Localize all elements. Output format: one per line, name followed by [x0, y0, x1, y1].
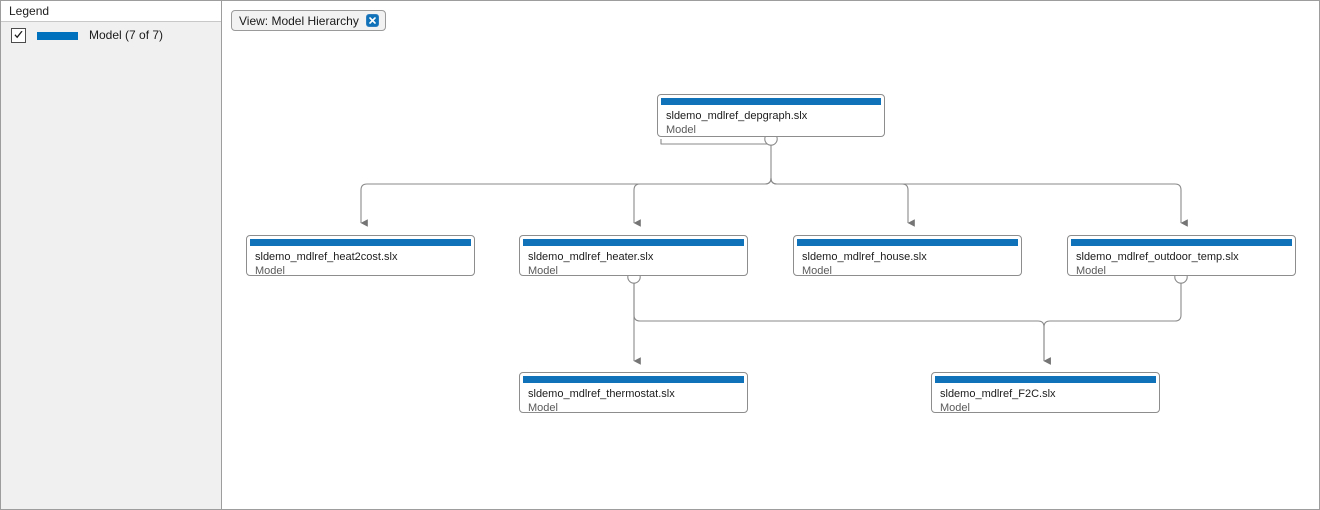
legend-model-checkbox[interactable] [11, 28, 26, 43]
legend-panel: Legend Model (7 of 7) [1, 1, 222, 509]
edge-root-rail [660, 138, 772, 145]
legend-item-model[interactable]: Model (7 of 7) [1, 24, 221, 48]
edge-depgraph-house [770, 177, 915, 227]
node-title: sldemo_mdlref_heat2cost.slx [255, 251, 398, 263]
legend-title: Legend [9, 4, 50, 18]
node-title: sldemo_mdlref_outdoor_temp.slx [1076, 251, 1239, 263]
edge-depgraph-heat2cost [360, 177, 772, 227]
edge-depgraph-heater [633, 177, 772, 227]
edge-heater-f2c [633, 282, 1051, 365]
node-header-bar [250, 239, 471, 246]
edge-outdoor-temp-f2c [1043, 282, 1182, 365]
close-x-glyph [369, 17, 376, 24]
node-title: sldemo_mdlref_heater.slx [528, 251, 654, 263]
close-icon[interactable] [365, 14, 379, 27]
node-subtitle: Model [940, 402, 970, 414]
node-subtitle: Model [528, 265, 558, 277]
legend-item-label: Model (7 of 7) [89, 28, 164, 42]
graph-canvas[interactable]: View: Model Hierarchy [222, 1, 1319, 509]
node-title: sldemo_mdlref_depgraph.slx [666, 110, 808, 122]
dependency-graph-edges [360, 132, 1188, 365]
edge-depgraph-outdoor-temp [770, 177, 1188, 227]
checkmark-icon [14, 31, 23, 39]
node-subtitle: Model [528, 402, 558, 414]
node-subtitle: Model [255, 265, 285, 277]
node-subtitle: Model [802, 265, 832, 277]
view-filter-label: View: Model Hierarchy [239, 13, 359, 28]
legend-color-swatch [37, 32, 78, 40]
node-title: sldemo_mdlref_F2C.slx [940, 388, 1056, 400]
view-filter-chip[interactable]: View: Model Hierarchy [231, 10, 386, 31]
node-header-bar [1071, 239, 1292, 246]
node-title: sldemo_mdlref_house.slx [802, 251, 927, 263]
node-header-bar [797, 239, 1018, 246]
node-subtitle: Model [1076, 265, 1106, 277]
legend-panel-header: Legend [1, 1, 221, 22]
node-header-bar [661, 98, 881, 105]
node-header-bar [523, 239, 744, 246]
node-header-bar [523, 376, 744, 383]
node-subtitle: Model [666, 124, 696, 136]
node-header-bar [935, 376, 1156, 383]
node-title: sldemo_mdlref_thermostat.slx [528, 388, 675, 400]
